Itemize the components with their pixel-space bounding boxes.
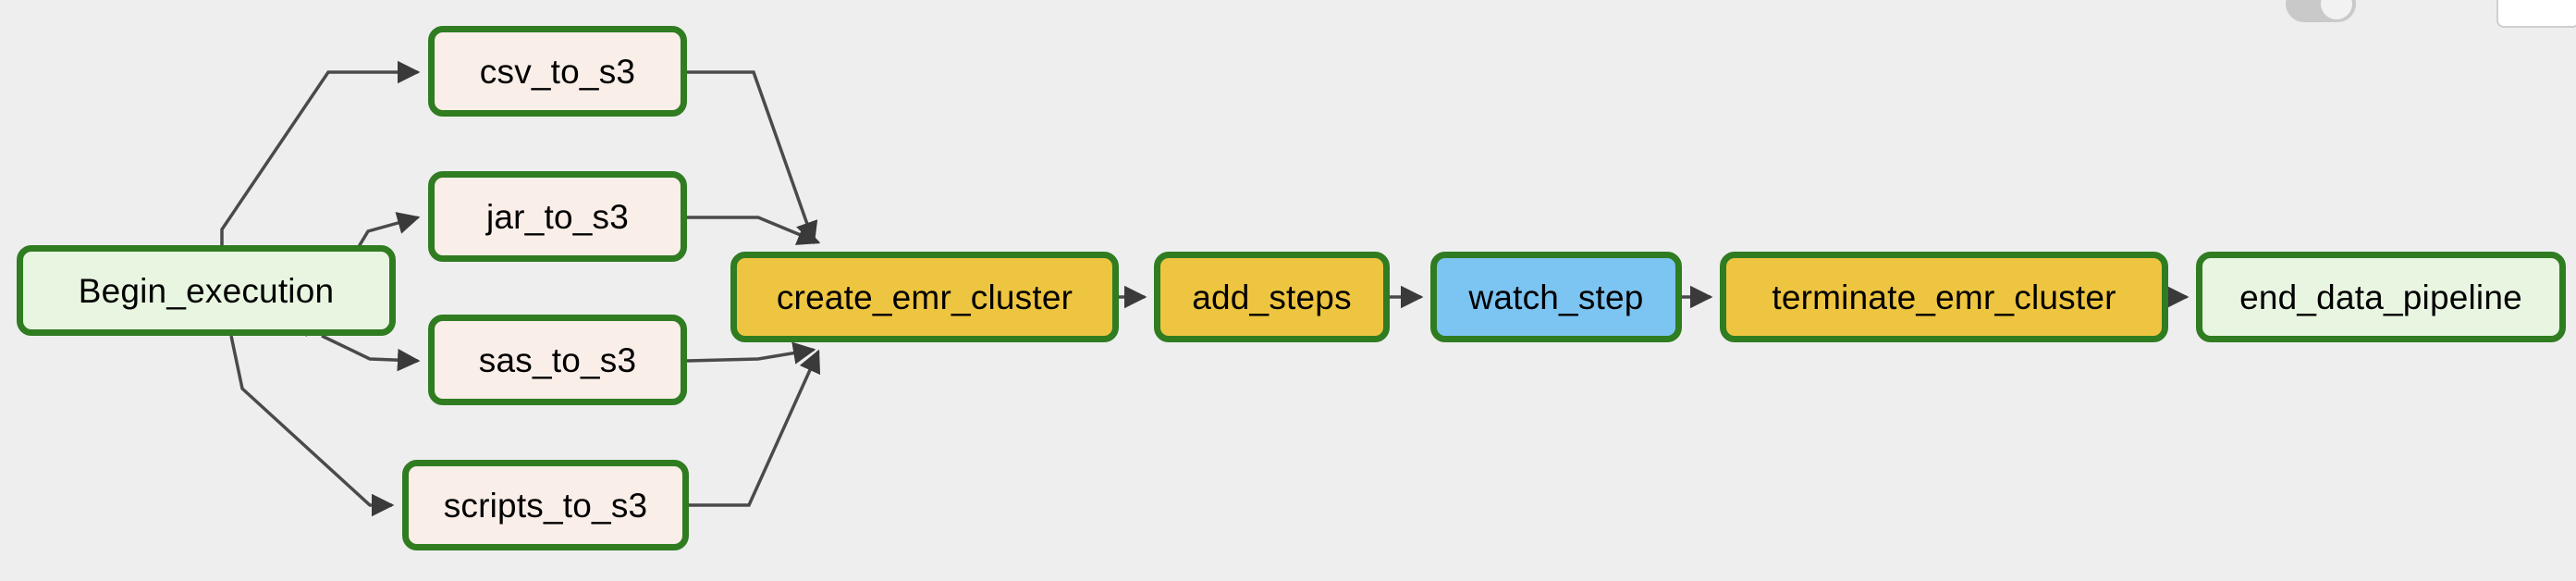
dag-node-label: Begin_execution (78, 271, 335, 310)
dag-node-label: terminate_emr_cluster (1772, 278, 2116, 316)
dag-node-create-emr-cluster[interactable]: create_emr_cluster (730, 252, 1119, 342)
auto-refresh-toggle[interactable] (2286, 0, 2356, 22)
edge-jar-to-create (687, 216, 821, 245)
dag-node-watch-step[interactable]: watch_step (1430, 252, 1682, 342)
dag-node-label: create_emr_cluster (776, 278, 1073, 316)
dag-node-sas-to-s3[interactable]: sas_to_s3 (428, 315, 687, 405)
toggle-knob-icon (2321, 0, 2352, 19)
dag-node-terminate-emr-cluster[interactable]: terminate_emr_cluster (1720, 252, 2168, 342)
edge-begin-to-scripts (229, 335, 395, 517)
edge-csv-to-create (687, 70, 818, 245)
dag-node-scripts-to-s3[interactable]: scripts_to_s3 (402, 460, 689, 550)
toolbar-panel[interactable] (2496, 0, 2576, 28)
dag-node-label: end_data_pipeline (2239, 278, 2522, 316)
dag-node-end-data-pipeline[interactable]: end_data_pipeline (2196, 252, 2566, 342)
edge-begin-to-sas (321, 334, 421, 372)
dag-node-label: add_steps (1192, 278, 1352, 316)
edge-begin-to-csv (220, 60, 421, 245)
dag-node-label: csv_to_s3 (479, 52, 636, 91)
dag-node-jar-to-s3[interactable]: jar_to_s3 (428, 171, 687, 262)
dag-node-label: scripts_to_s3 (443, 486, 648, 525)
dag-node-label: jar_to_s3 (485, 197, 629, 236)
edge-sas-to-create (686, 341, 816, 365)
dag-node-csv-to-s3[interactable]: csv_to_s3 (428, 26, 687, 117)
dag-node-add-steps[interactable]: add_steps (1154, 252, 1390, 342)
edge-scripts-to-create (689, 349, 821, 507)
dag-node-label: sas_to_s3 (478, 340, 637, 379)
dag-node-begin-execution[interactable]: Begin_execution (17, 245, 396, 336)
dag-node-label: watch_step (1468, 278, 1644, 316)
